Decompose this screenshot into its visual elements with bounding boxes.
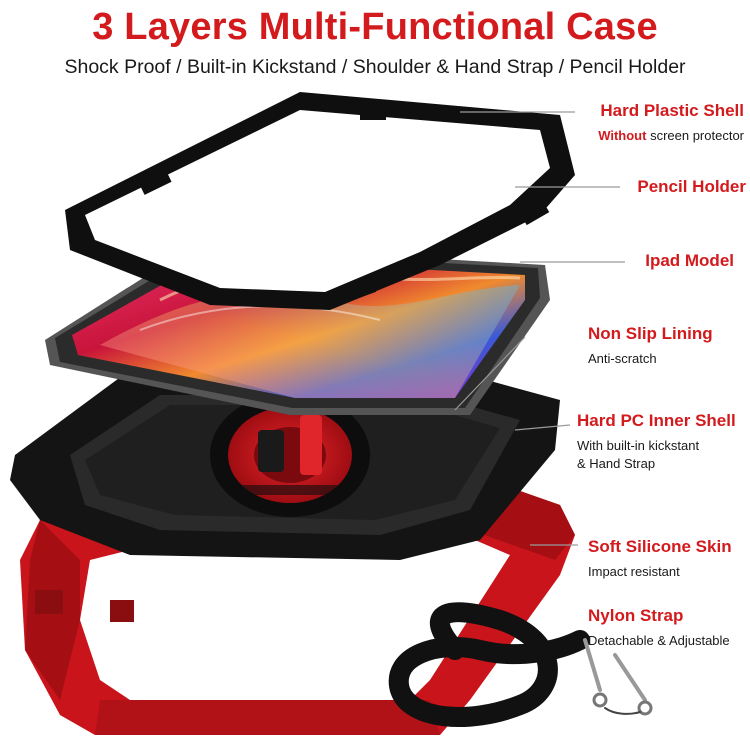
feature-note-emphasis: Without	[598, 128, 647, 143]
feature-hard-pc-inner-shell: Hard PC Inner Shell With built-in kickst…	[577, 411, 749, 473]
nylon-strap	[388, 602, 653, 727]
feature-note: Detachable & Adjustable	[588, 633, 730, 648]
feature-heading: Pencil Holder	[637, 177, 746, 196]
feature-note: Without screen protector	[524, 127, 744, 145]
feature-nylon-strap: Nylon Strap Detachable & Adjustable	[588, 606, 748, 650]
feature-note-text: screen protector	[646, 128, 744, 143]
feature-hard-plastic-shell: Hard Plastic Shell Without screen protec…	[524, 101, 744, 145]
feature-heading: Non Slip Lining	[588, 324, 713, 343]
feature-note: Anti-scratch	[588, 351, 657, 366]
feature-note: Impact resistant	[588, 564, 680, 579]
page-title: 3 Layers Multi-Functional Case	[92, 6, 658, 48]
hard-shell-layer	[65, 92, 575, 310]
feature-heading: Hard Plastic Shell	[600, 101, 744, 120]
feature-heading: Ipad Model	[645, 251, 734, 270]
feature-note-line2: & Hand Strap	[577, 456, 656, 471]
feature-heading: Soft Silicone Skin	[588, 537, 732, 556]
feature-ipad-model: Ipad Model	[514, 251, 734, 271]
feature-non-slip-lining: Non Slip Lining Anti-scratch	[588, 324, 748, 368]
leader-lines	[454, 111, 625, 546]
feature-pencil-holder: Pencil Holder	[526, 177, 746, 197]
feature-note: With built-in kickstant & Hand Strap	[577, 437, 749, 473]
feature-note-line1: With built-in kickstant	[577, 438, 700, 453]
page-subtitle: Shock Proof / Built-in Kickstand / Shoul…	[64, 56, 686, 78]
feature-heading: Nylon Strap	[588, 606, 684, 625]
feature-soft-silicone-skin: Soft Silicone Skin Impact resistant	[588, 537, 748, 581]
feature-heading: Hard PC Inner Shell	[577, 411, 736, 430]
inner-shell-layer	[10, 370, 560, 560]
